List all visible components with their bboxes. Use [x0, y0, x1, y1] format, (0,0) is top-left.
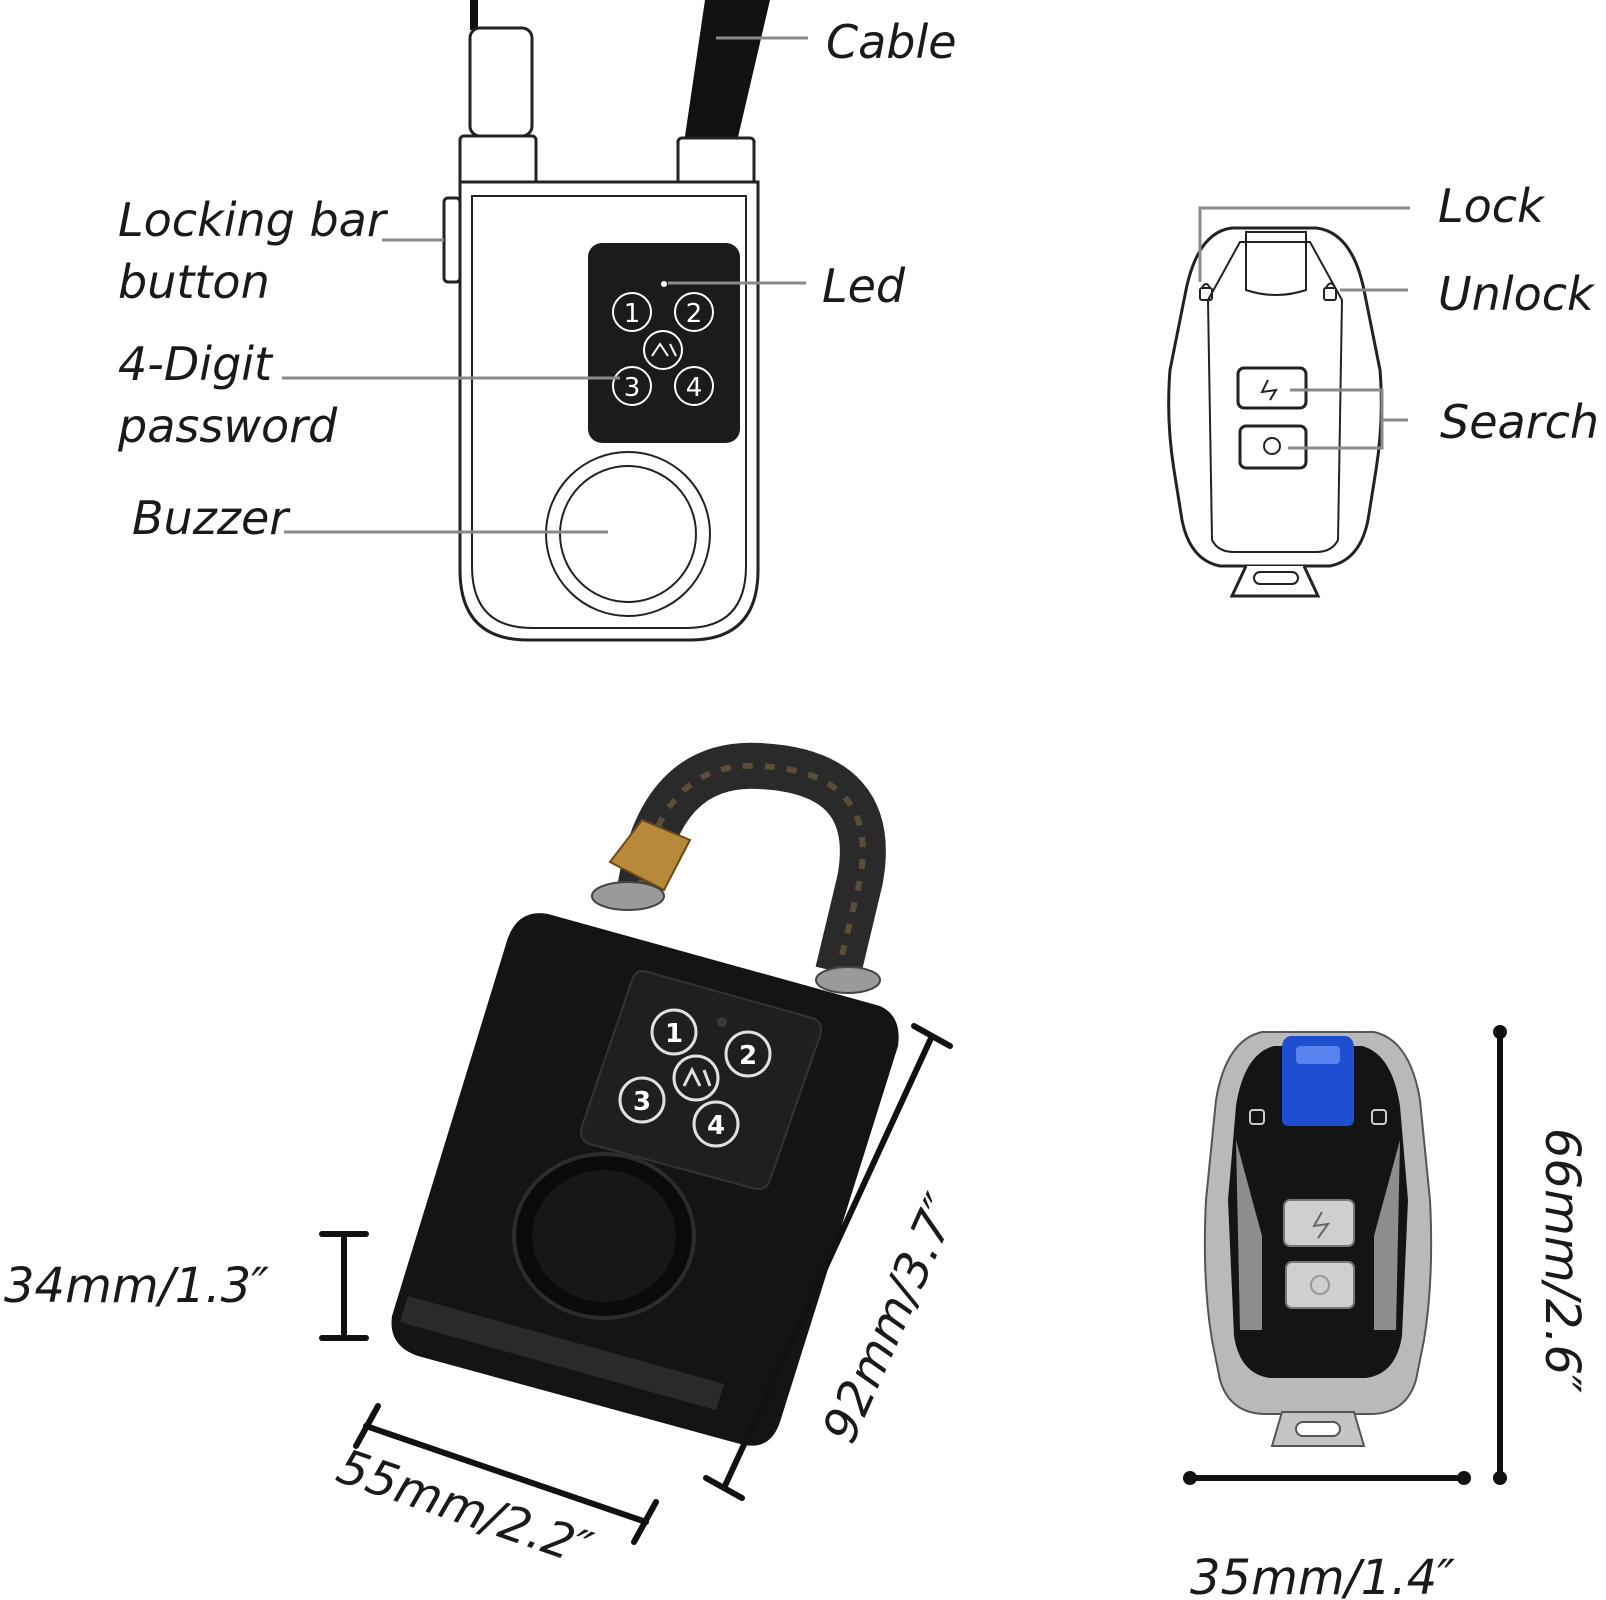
unlock-icon-shackle [1325, 282, 1335, 289]
photo-key-4-label: 4 [707, 1111, 725, 1141]
photo-key-3 [618, 1076, 666, 1124]
label-led: Led [822, 259, 906, 313]
photo-keys: 1 2 3 4 [618, 1008, 772, 1148]
key-3 [612, 366, 652, 406]
lock-height-cap-bottom [703, 1475, 745, 1501]
lock-icon-shackle [1201, 283, 1211, 289]
left-cable-sleeve [468, 26, 534, 138]
label-digit-1: 4-Digit [118, 337, 274, 391]
photo-bevel-right [1374, 1140, 1400, 1330]
remote-leader-lines [1198, 206, 1410, 450]
dim-remote-width: 35mm/1.4″ [1190, 1550, 1455, 1600]
photo-lock-unlock-icon [682, 1066, 712, 1087]
remote-height-cap-top [1493, 1025, 1507, 1039]
remote-photo [1203, 1031, 1433, 1447]
remote-keyring-hole [1253, 571, 1299, 585]
lock-unlock-icon [651, 342, 677, 357]
photo-lock-seam [400, 1296, 724, 1410]
lock-width-cap-right [631, 1499, 659, 1545]
lock-drawing: 1 2 3 4 [442, 0, 770, 642]
photo-key-3-label: 3 [633, 1087, 651, 1117]
photo-key-lock [672, 1054, 720, 1102]
photo-keyring-hole [1295, 1421, 1341, 1437]
photo-search-button-bottom [1285, 1261, 1355, 1309]
photo-lightning-icon [1312, 1211, 1331, 1239]
key-2-label: 2 [686, 299, 703, 329]
label-digit-2: password [117, 399, 338, 453]
remote-width-cap-right [1457, 1471, 1471, 1485]
photo-bevel-left [1236, 1140, 1262, 1330]
locking-bar-button [442, 196, 462, 284]
label-locking-bar-2: button [118, 255, 270, 309]
photo-key-2 [724, 1030, 772, 1078]
left-collar [458, 134, 538, 186]
lock-body-inner [471, 195, 747, 629]
lock-icon [1199, 287, 1213, 301]
search-button-top [1236, 366, 1308, 410]
photo-key-2-label: 2 [739, 1041, 757, 1071]
remote-drawing [1167, 226, 1383, 598]
buzzer-outer [545, 451, 711, 617]
remote-height-cap-bottom [1493, 1471, 1507, 1485]
remote-top-strip [1245, 231, 1307, 296]
dim-remote-height: 66mm/2.6″ [1534, 1128, 1590, 1393]
right-cable [683, 0, 770, 150]
label-cable: Cable [826, 15, 957, 69]
lock-leader [1198, 206, 1410, 282]
key-4-label: 4 [686, 373, 703, 403]
key-1 [612, 292, 652, 332]
right-collar [676, 136, 756, 188]
key-4 [674, 366, 714, 406]
photo-search-button-top [1283, 1199, 1355, 1247]
label-unlock: Unlock [1438, 267, 1596, 321]
photo-lock-icon [1249, 1109, 1265, 1125]
lock-width-cap-left [353, 1403, 381, 1449]
lock-leader-lines [282, 36, 808, 534]
key-1-label: 1 [624, 299, 641, 329]
bell-icon [1263, 437, 1281, 455]
photo-keypad [580, 970, 822, 1190]
lock-dimensions [319, 1023, 953, 1545]
key-lock-unlock [643, 330, 683, 370]
remote-dimensions [1183, 1025, 1507, 1485]
dim-lock-depth: 34mm/1.3″ [4, 1258, 269, 1314]
keypad-panel [588, 243, 740, 443]
label-lock: Lock [1438, 179, 1546, 233]
led-dot [661, 281, 667, 287]
brass-sleeve [608, 818, 692, 892]
lock-height-line [721, 1033, 935, 1491]
remote-face [1206, 241, 1344, 553]
label-search: Search [1440, 395, 1599, 449]
photo-key-1 [650, 1008, 698, 1056]
key-2 [674, 292, 714, 332]
photo-buzzer [532, 1170, 676, 1302]
keypad-keys: 1 2 3 4 [612, 292, 714, 406]
photo-collar-right [815, 966, 881, 994]
photo-unlock-icon [1371, 1109, 1387, 1125]
label-locking-bar-1: Locking bar [118, 193, 389, 247]
photo-key-1-label: 1 [665, 1019, 683, 1049]
lock-photo: 1 2 3 4 [391, 742, 899, 1446]
photo-bell-icon [1310, 1275, 1330, 1295]
lightning-icon [1260, 379, 1278, 401]
remote-keyring [1229, 565, 1321, 598]
unlock-icon [1323, 287, 1337, 301]
photo-led [717, 1017, 727, 1027]
photo-key-4 [692, 1100, 740, 1148]
lock-width-line [363, 1423, 649, 1525]
photo-collar-left [591, 881, 665, 911]
photo-cable-texture [637, 762, 866, 973]
label-buzzer: Buzzer [132, 491, 291, 545]
photo-remote-accent-highlight [1296, 1046, 1340, 1064]
key-3-label: 3 [624, 373, 641, 403]
buzzer-inner [559, 465, 697, 603]
left-cable-top [470, 0, 478, 30]
remote-width-cap-left [1183, 1471, 1197, 1485]
lock-height-cap-top [911, 1023, 953, 1049]
